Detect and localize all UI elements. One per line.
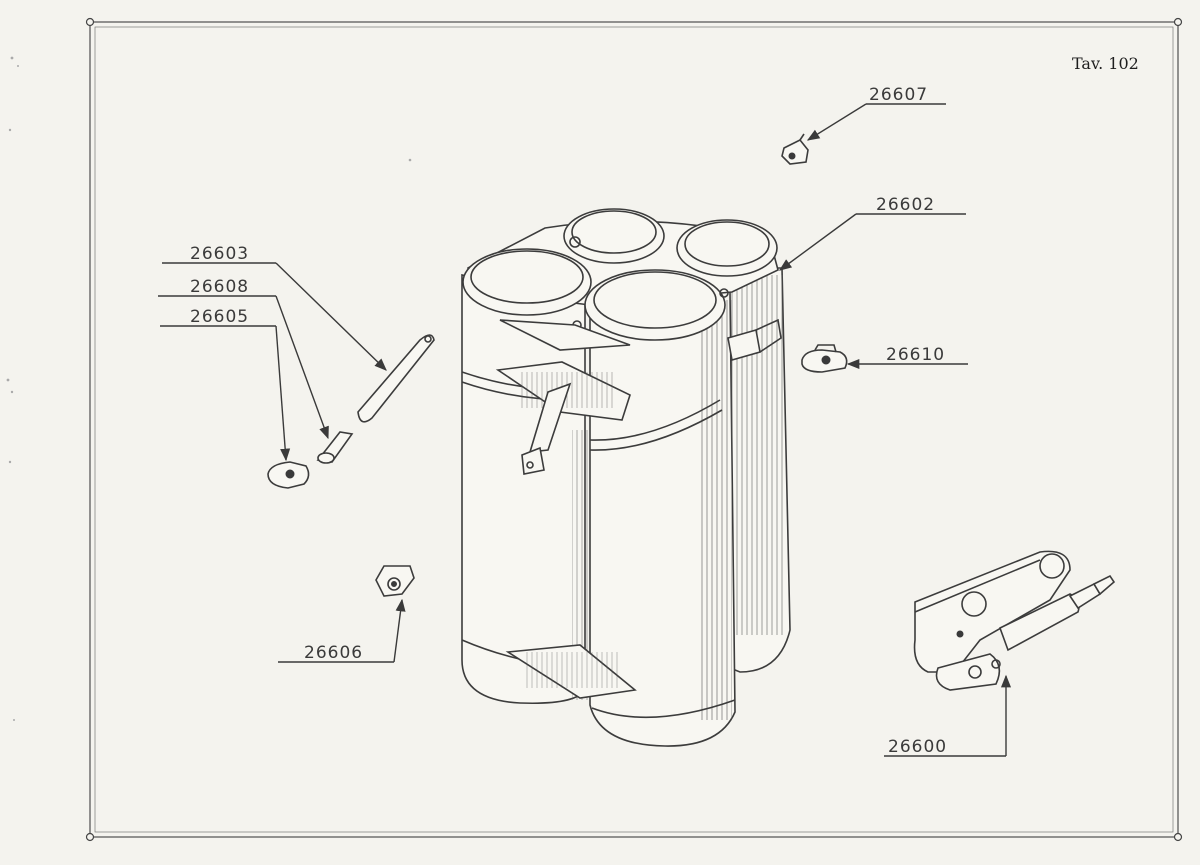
- label-26607: 26607: [869, 85, 928, 105]
- label-26605: 26605: [190, 307, 249, 327]
- part-26608-pin: [316, 431, 354, 464]
- plate-title: Tav. 102: [1072, 54, 1139, 73]
- label-26602: 26602: [876, 195, 935, 215]
- plate-frame: [85, 17, 1183, 842]
- part-26610-clip: [801, 344, 848, 373]
- part-26606-bracket: [375, 565, 415, 597]
- part-26605-bracket: [267, 461, 310, 489]
- leader-lines: [158, 103, 1012, 757]
- part-26600-absorber: [913, 550, 1116, 691]
- radiator-assembly: [461, 208, 791, 747]
- label-26610: 26610: [886, 345, 945, 365]
- part-26603-rod: [357, 334, 435, 423]
- margin-specks: [6, 56, 412, 721]
- label-26600: 26600: [888, 737, 947, 757]
- label-26606: 26606: [304, 643, 363, 663]
- label-26608: 26608: [190, 277, 249, 297]
- part-26607-clip: [781, 133, 809, 165]
- label-26603: 26603: [190, 244, 249, 264]
